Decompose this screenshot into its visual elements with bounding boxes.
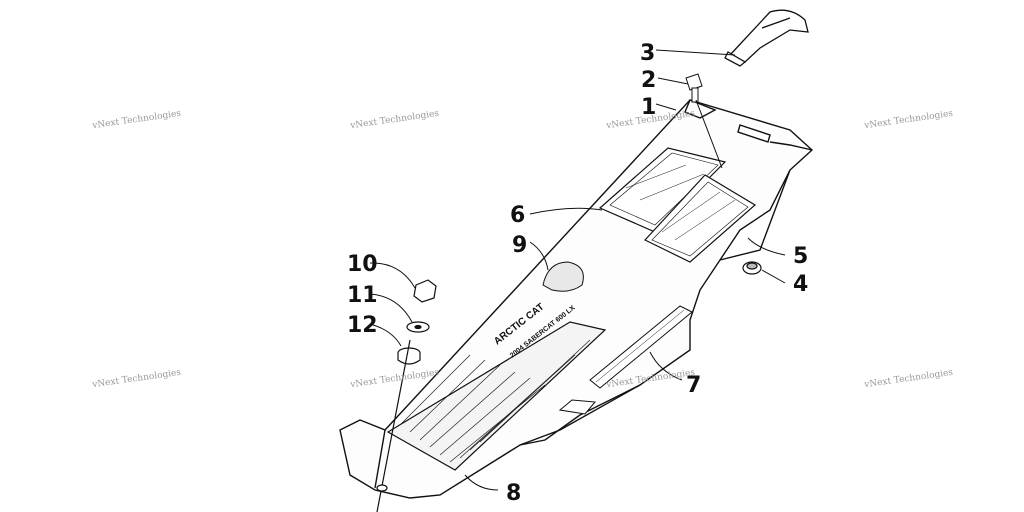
callout-4: 4: [793, 272, 808, 297]
warning-decal-lower: [644, 174, 757, 263]
spacer-part: [397, 347, 421, 365]
grommet-part: [742, 261, 762, 275]
washer-part: [406, 321, 430, 333]
callout-2: 2: [641, 68, 656, 93]
callout-3: 3: [640, 41, 655, 66]
clip-part: [724, 9, 809, 67]
callout-8: 8: [506, 481, 521, 506]
callout-7: 7: [686, 373, 701, 398]
side-strip-decal: [558, 305, 693, 415]
callout-11: 11: [347, 283, 378, 308]
callout-10: 10: [347, 252, 378, 277]
callout-1: 1: [641, 95, 656, 120]
callout-6: 6: [510, 203, 525, 228]
bolt-shaft: [376, 339, 411, 512]
nut-part: [413, 279, 437, 303]
warning-decal-upper: [598, 147, 727, 233]
small-decal-blob: [542, 261, 584, 292]
callout-12: 12: [347, 313, 378, 338]
screw-part: [685, 73, 703, 103]
callout-5: 5: [793, 244, 808, 269]
leader-lines: [369, 49, 786, 491]
callout-9: 9: [512, 233, 527, 258]
